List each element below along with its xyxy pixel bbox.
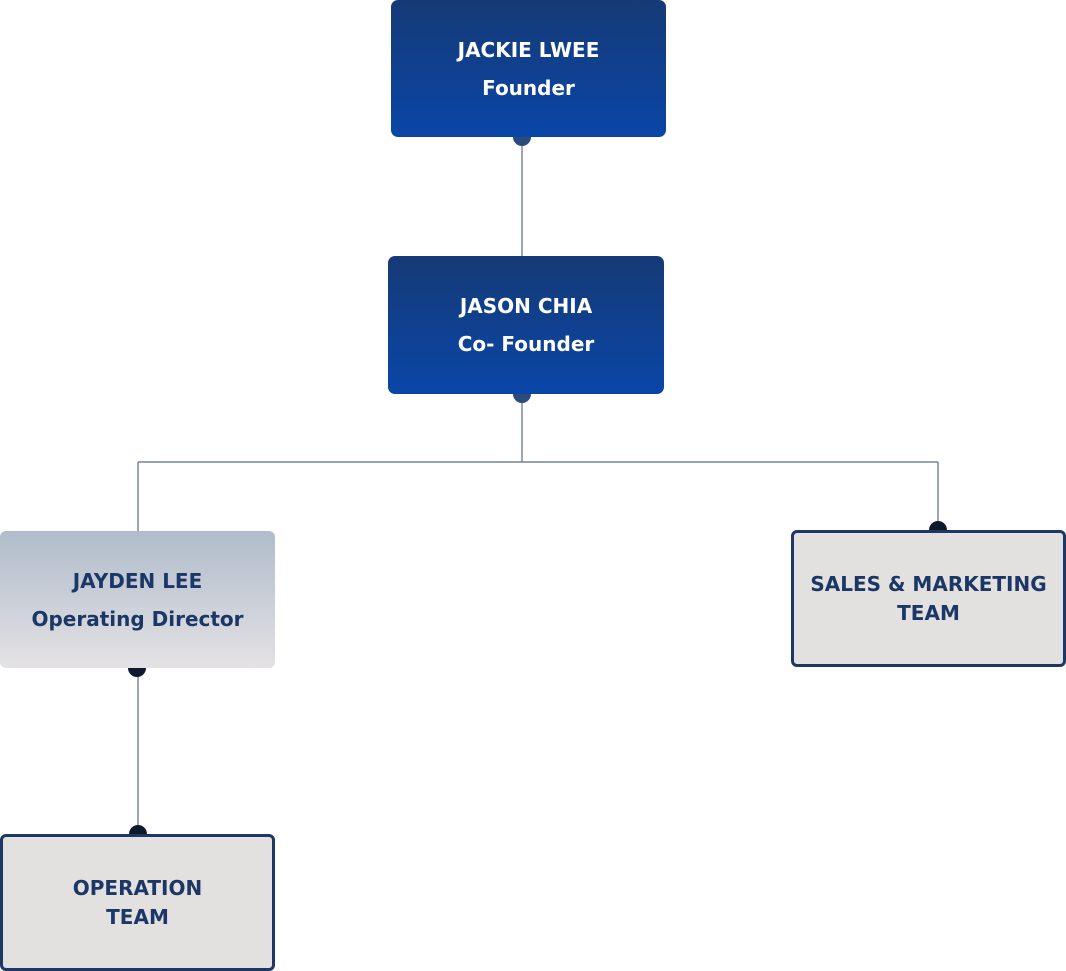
node-name: JACKIE LWEE	[457, 37, 600, 62]
node-operation-team: OPERATION TEAM	[0, 834, 275, 971]
node-name: JASON CHIA	[459, 294, 593, 318]
connector-dot-jason-bottom	[513, 394, 531, 403]
team-label-line2: TEAM	[897, 600, 960, 625]
node-role: Co- Founder	[457, 332, 595, 356]
connector-dot-jayden-bottom	[128, 668, 146, 677]
node-jason-chia: JASON CHIA Co- Founder	[388, 256, 664, 394]
node-name: JAYDEN LEE	[72, 568, 203, 593]
team-label-line1: SALES & MARKETING	[810, 571, 1047, 596]
node-jackie-lwee: JACKIE LWEE Founder	[391, 0, 666, 137]
team-label-line2: TEAM	[106, 904, 169, 929]
connector-dot-jackie-bottom	[513, 137, 531, 146]
node-jayden-lee: JAYDEN LEE Operating Director	[0, 531, 275, 668]
connector-dot-operation-top	[129, 825, 147, 834]
node-sales-marketing-team: SALES & MARKETING TEAM	[791, 530, 1066, 667]
node-role: Operating Director	[31, 606, 244, 631]
team-label-line1: OPERATION	[72, 875, 203, 900]
node-role: Founder	[482, 75, 575, 100]
connector-dot-sales-top	[929, 521, 947, 530]
